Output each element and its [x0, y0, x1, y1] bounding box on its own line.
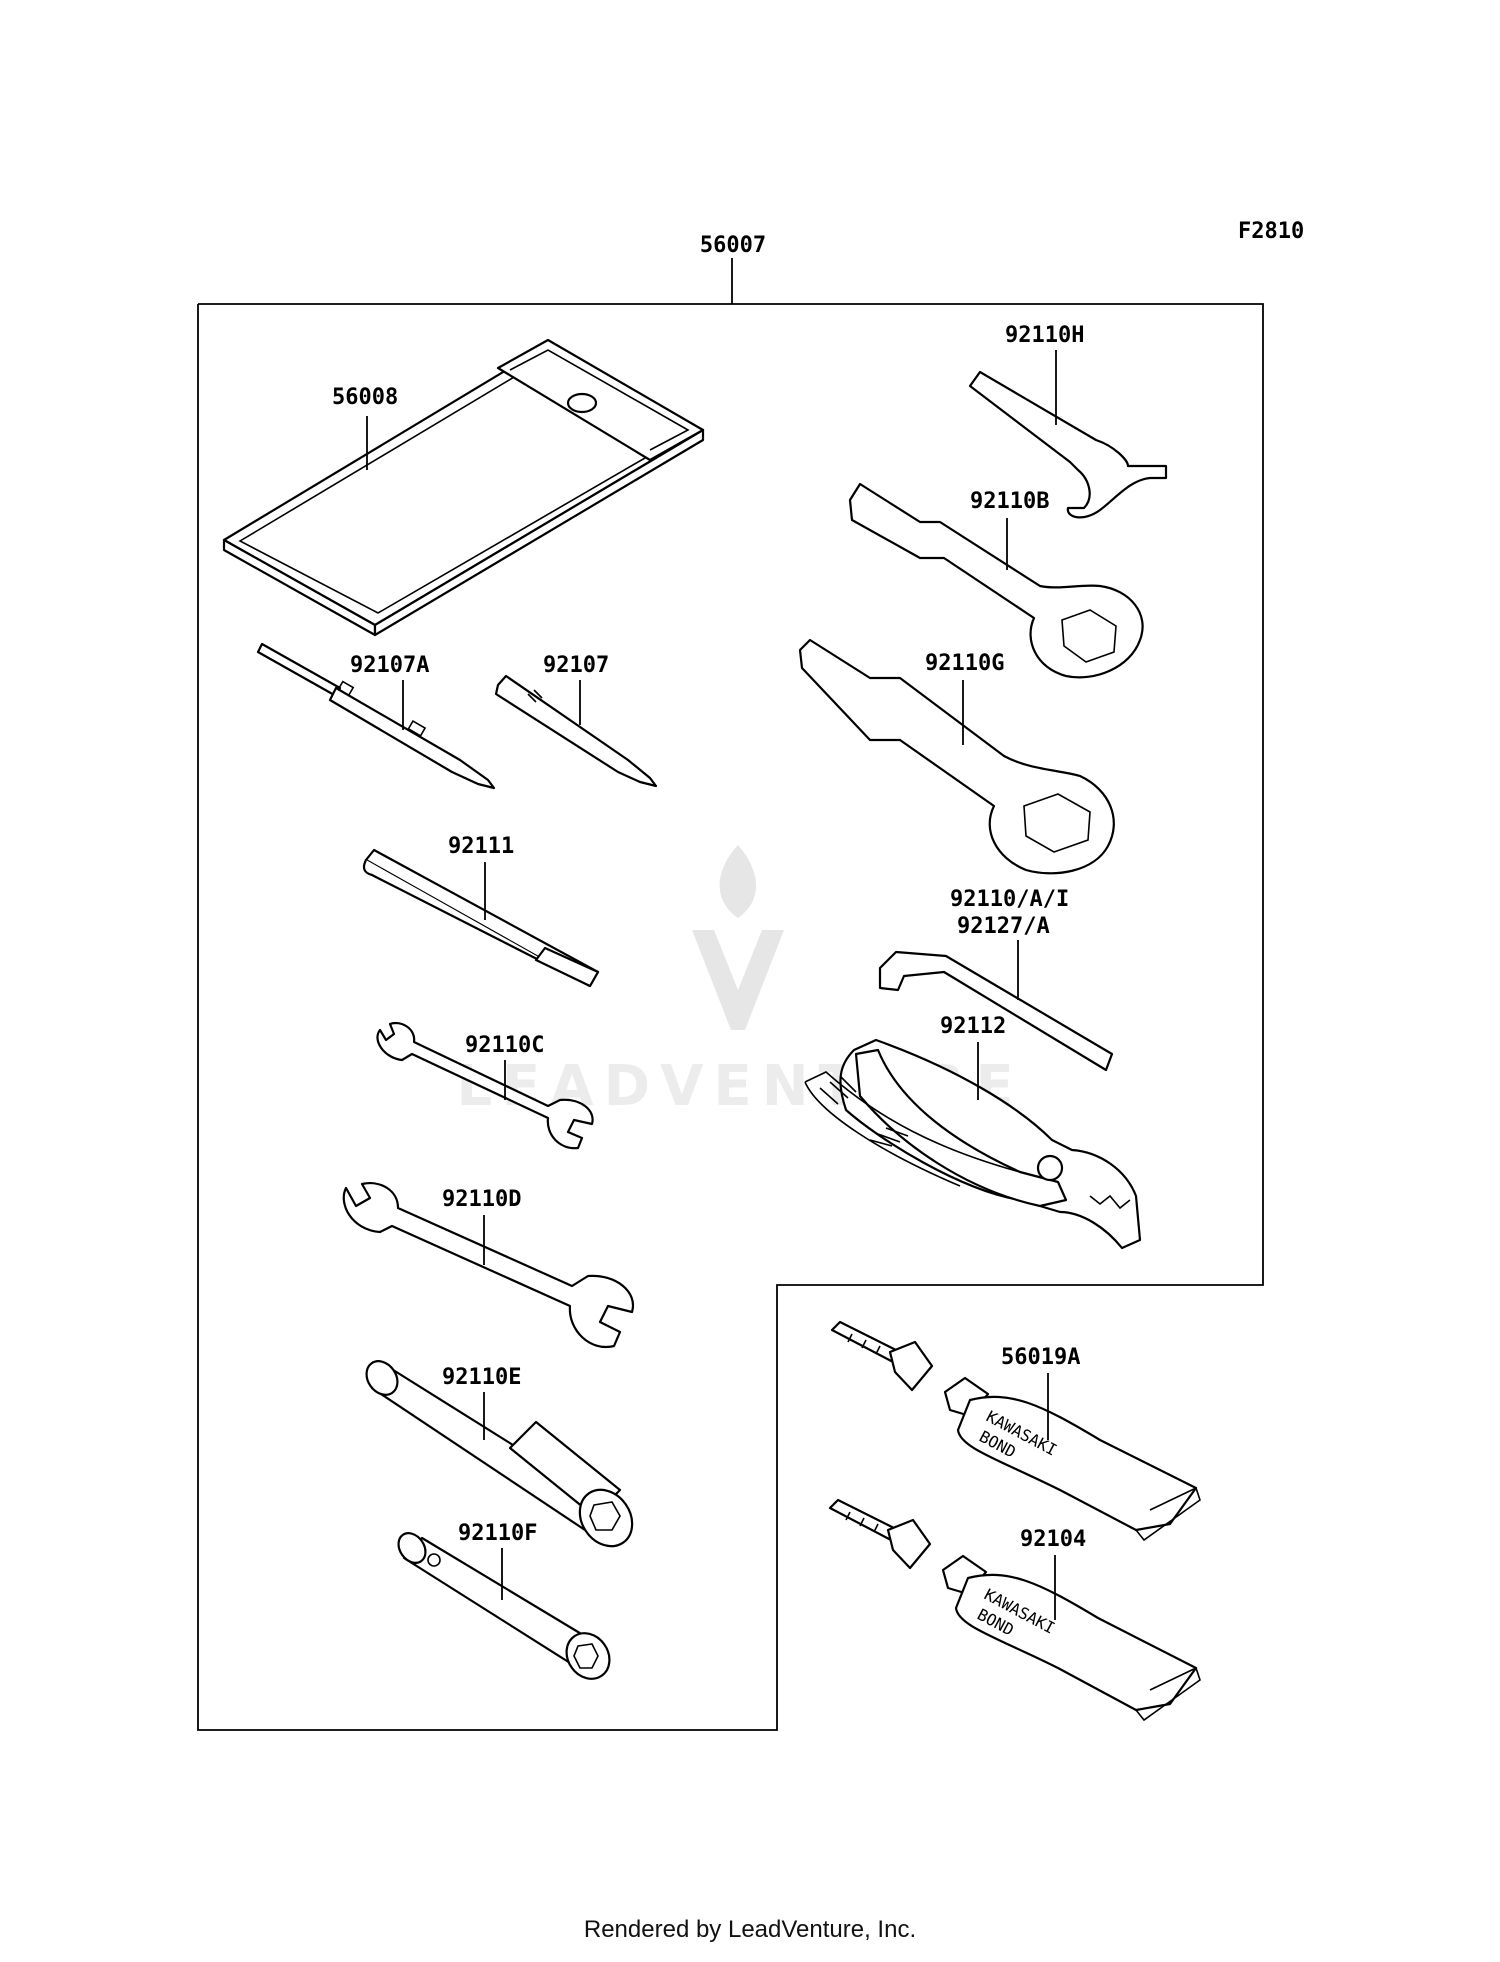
open-end-wrench-92110c[interactable]: 92110C	[376, 1021, 594, 1150]
callout-92110b: 92110B	[970, 489, 1049, 514]
pliers-92112[interactable]: 92112	[804, 1014, 1142, 1250]
bond-tube-56019a[interactable]: KAWASAKI BOND 56019A	[830, 1320, 1201, 1542]
callout-92110c: 92110C	[465, 1033, 544, 1058]
callout-92110-a-i: 92110/A/I	[950, 887, 1069, 912]
assembly-frame: 56007	[197, 233, 1264, 1731]
bond-tube-92104[interactable]: KAWASAKI BOND 92104	[828, 1498, 1201, 1722]
callout-92112: 92112	[940, 1014, 1006, 1039]
render-credit: Rendered by LeadVenture, Inc.	[583, 1916, 917, 1943]
hook-wrench-92110h[interactable]: 92110H	[968, 323, 1168, 519]
hex-key-92110-a-i[interactable]: 92110/A/I 92127/A	[878, 887, 1114, 1072]
callout-92110d: 92110D	[442, 1187, 521, 1212]
callout-92111: 92111	[448, 834, 514, 859]
box-wrench-92110e[interactable]: 92110E	[360, 1355, 643, 1556]
ring-wrench-92110b[interactable]: 92110B	[848, 482, 1144, 679]
callout-92110e: 92110E	[442, 1365, 521, 1390]
screwdriver-bit-92107[interactable]: 92107	[494, 653, 658, 788]
callout-92110h: 92110H	[1005, 323, 1084, 348]
spark-plug-wrench-92110f[interactable]: 92110F	[393, 1521, 618, 1687]
callout-92110g: 92110G	[925, 651, 1004, 676]
diagram-id: F2810	[1238, 219, 1304, 244]
tool-bag-56008[interactable]: 56008	[222, 338, 705, 637]
ring-wrench-92110g[interactable]: 92110G	[798, 638, 1115, 875]
screwdriver-bit-92107a[interactable]: 92107A	[256, 642, 496, 790]
screwdriver-handle-92111[interactable]: 92111	[362, 834, 600, 988]
callout-56007: 56007	[700, 233, 766, 258]
callout-92104: 92104	[1020, 1527, 1086, 1552]
callout-92127-a: 92127/A	[957, 914, 1050, 939]
callout-92107: 92107	[543, 653, 609, 678]
callout-92110f: 92110F	[458, 1521, 537, 1546]
callout-56008: 56008	[332, 385, 398, 410]
open-end-wrench-92110d[interactable]: 92110D	[342, 1182, 635, 1349]
callout-92107a: 92107A	[350, 653, 429, 678]
callout-56019a: 56019A	[1001, 1345, 1080, 1370]
